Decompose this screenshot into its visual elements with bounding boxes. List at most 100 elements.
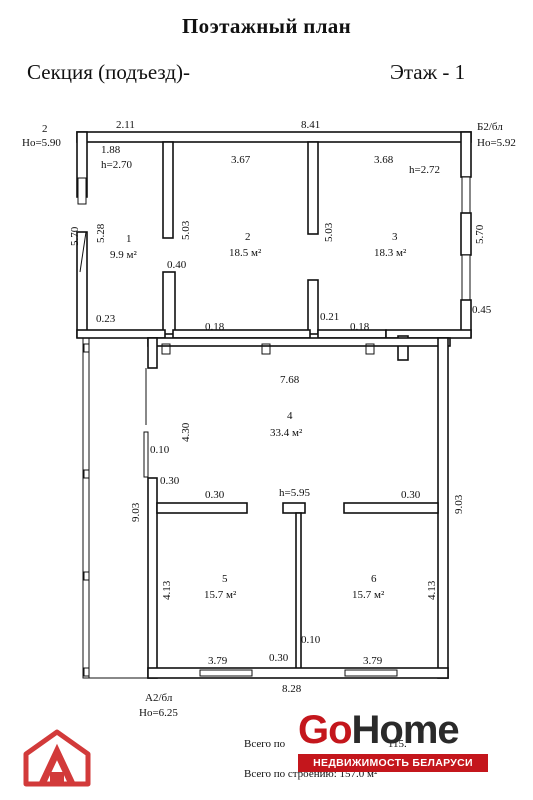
dim-r1-height: h=2.70 (101, 159, 132, 171)
gohome-tagline: НЕДВИЖИМОСТЬ БЕЛАРУСИ (298, 754, 488, 772)
dim-right-stub: 0.45 (472, 304, 492, 316)
dim-r3-height: h=2.72 (409, 164, 440, 176)
hall-top-wall (147, 337, 451, 347)
gohome-go: Go (298, 708, 353, 752)
partition-r1-r2 (162, 141, 174, 239)
room-2-area: 18.5 м² (229, 247, 262, 259)
dim-r1-depth: 5.28 (95, 223, 107, 243)
dim-wall-021: 0.21 (320, 311, 339, 323)
dim-left-long: 9.03 (130, 502, 142, 522)
gohome-wordmark: GoHome (298, 708, 460, 752)
dim-bottom-total: 8.28 (282, 683, 302, 695)
window-r5-bottom (199, 669, 253, 677)
bottom-wall-r2 (172, 329, 311, 339)
room-5-number: 5 (222, 573, 228, 585)
room-3-area: 18.3 м² (374, 247, 407, 259)
right-wall-upper (460, 131, 472, 178)
room-1-number: 1 (126, 233, 132, 245)
section-label: Секция (подъезд)- (27, 60, 191, 84)
room-1-area: 9.9 м² (110, 249, 137, 261)
dim-r3-width: 3.68 (374, 154, 394, 166)
dim-r2-depth-left: 5.03 (180, 220, 192, 240)
dim-stub-030-left: 0.30 (160, 475, 180, 487)
dim-stub-010: 0.10 (150, 444, 170, 456)
room-4-number: 4 (287, 410, 293, 422)
dim-r5-depth: 4.13 (161, 580, 173, 600)
hall-left-wall (147, 477, 158, 679)
partition-r2-r3-lower (307, 279, 319, 335)
stub-r3 (397, 335, 409, 361)
gohome-home: Home (351, 708, 460, 752)
corner-ho-top-left: Ho=5.90 (22, 137, 61, 149)
dim-wall-030-a: 0.30 (205, 489, 225, 501)
bottom-wall (147, 667, 449, 679)
dim-right-outer: 5.70 (474, 224, 486, 244)
room-3-number: 3 (392, 231, 398, 243)
dim-top-left: 2.11 (116, 119, 135, 131)
pier-040 (162, 271, 176, 335)
window-r1-left (77, 177, 87, 205)
corner-id-top-left: 2 (42, 123, 48, 135)
corner-ho-bottom: Ho=6.25 (139, 707, 178, 719)
total-floor-prefix: Всего по (244, 738, 286, 750)
dim-pier: 0.40 (167, 259, 187, 271)
room-6-area: 15.7 м² (352, 589, 385, 601)
corner-id-bottom: А2/бл (145, 692, 173, 704)
mullion-1 (83, 343, 90, 353)
right-wall-mid (460, 212, 472, 256)
window-r6-bottom (344, 669, 398, 677)
dimension-labels: 2 Ho=5.90 2.11 8.41 Б2/бл Ho=5.92 1.88 h… (22, 119, 516, 719)
mullion-2 (83, 469, 90, 479)
dim-top-main: 8.41 (301, 119, 320, 131)
window-r3-right-1 (461, 176, 471, 214)
room-2-number: 2 (245, 231, 251, 243)
dim-left-stub: 0.23 (96, 313, 116, 325)
upper-walls (76, 131, 472, 361)
hall-notch-2 (261, 343, 271, 355)
room-5-area: 15.7 м² (204, 589, 237, 601)
dim-left-outer: 5.70 (69, 226, 81, 246)
mullion-3 (83, 571, 90, 581)
left-wall-lower (76, 231, 88, 338)
partition-r5-r6 (295, 512, 302, 674)
wall-r5-top (156, 502, 248, 514)
room-labels: 1 9.9 м² 2 18.5 м² 3 18.3 м² 4 33.4 м² 5… (110, 231, 407, 601)
dim-wall-030-b: 0.30 (401, 489, 421, 501)
bottom-wall-r1 (76, 329, 166, 339)
room-6-number: 6 (371, 573, 377, 585)
dim-wall-018-b: 0.18 (350, 321, 370, 333)
corner-ho-top-right: Ho=5.92 (477, 137, 516, 149)
dim-hall-height: h=5.95 (279, 487, 310, 499)
dim-r6-width: 3.79 (363, 655, 383, 667)
wall-r6-top (343, 502, 439, 514)
hall-right-wall (437, 337, 449, 679)
hall-left-window (143, 431, 149, 478)
hall-left-wall-top (147, 337, 158, 369)
corner-id-top-right: Б2/бл (477, 121, 503, 133)
partition-r2-r3 (307, 141, 319, 235)
floor-label: Этаж - 1 (390, 60, 466, 84)
glazed-left-boundary (82, 337, 90, 679)
dim-partition-030: 0.30 (269, 652, 289, 664)
dim-r1-width: 1.88 (101, 144, 121, 156)
house-logo-icon (23, 729, 91, 787)
dim-r6-depth: 4.13 (426, 580, 438, 600)
plan-title: Поэтажный план (182, 14, 351, 38)
hall-notch-1 (161, 343, 171, 355)
room-4-area: 33.4 м² (270, 427, 303, 439)
dim-wall-018-a: 0.18 (205, 321, 225, 333)
dim-r2-width: 3.67 (231, 154, 251, 166)
lower-walls (82, 337, 451, 679)
total-floor: Всего по 115. (244, 738, 407, 750)
dim-r2-depth-right: 5.03 (323, 222, 335, 242)
door-swing-r1 (79, 231, 87, 273)
dim-hall-depth: 4.30 (180, 422, 192, 442)
dim-partition-010: 0.10 (301, 634, 321, 646)
top-wall (76, 131, 472, 143)
total-floor-value: 115. (387, 738, 407, 750)
window-r3-right-2 (461, 254, 471, 301)
column-center (282, 502, 306, 514)
hall-notch-3 (365, 343, 375, 355)
dim-right-long: 9.03 (453, 494, 465, 514)
